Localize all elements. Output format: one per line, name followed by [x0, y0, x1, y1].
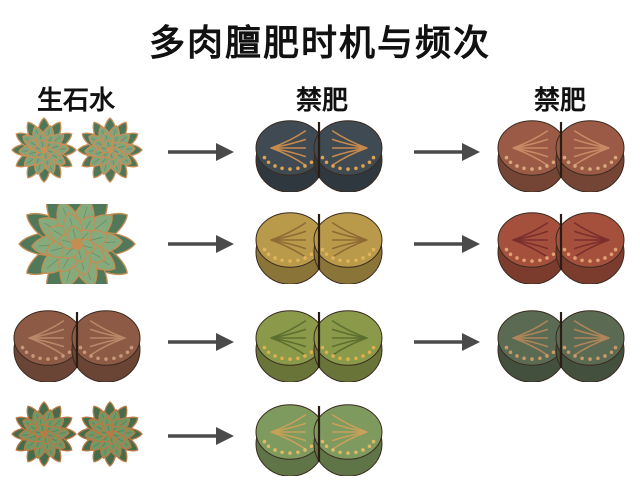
plant-r4-c2-lithops: [255, 404, 383, 476]
plant-r3-c1-lithops: [13, 310, 141, 382]
plant-r2-c3-lithops: [497, 212, 625, 284]
arrow-icon-r2-1: [168, 235, 234, 253]
plant-r1-c3-lithops: [497, 120, 625, 192]
arrow-icon-r2-2: [414, 235, 480, 253]
page-title: 多肉膻肥时机与频次: [148, 23, 491, 64]
arrow-icon-r1-1: [168, 143, 234, 161]
arrow-icon-r3-2: [414, 333, 480, 351]
plant-r1-c1-rosette-pair: [11, 117, 143, 183]
column-label-no-fertilizer-1: 禁肥: [295, 86, 348, 116]
arrow-icon-r3-1: [168, 333, 234, 351]
plant-r3-c3-lithops: [497, 310, 625, 382]
plant-r2-c1-rosette-single: [18, 204, 136, 284]
column-label-no-fertilizer-2: 禁肥: [533, 86, 586, 116]
plant-r3-c2-lithops: [255, 310, 383, 382]
arrow-icon-r4-1: [168, 427, 234, 445]
plant-r2-c2-lithops: [255, 212, 383, 284]
column-label-water: 生石水: [36, 86, 115, 116]
plant-r1-c2-lithops: [255, 120, 383, 192]
arrow-icon-r1-2: [414, 143, 480, 161]
plant-r4-c1-rosette-pair: [11, 401, 143, 467]
